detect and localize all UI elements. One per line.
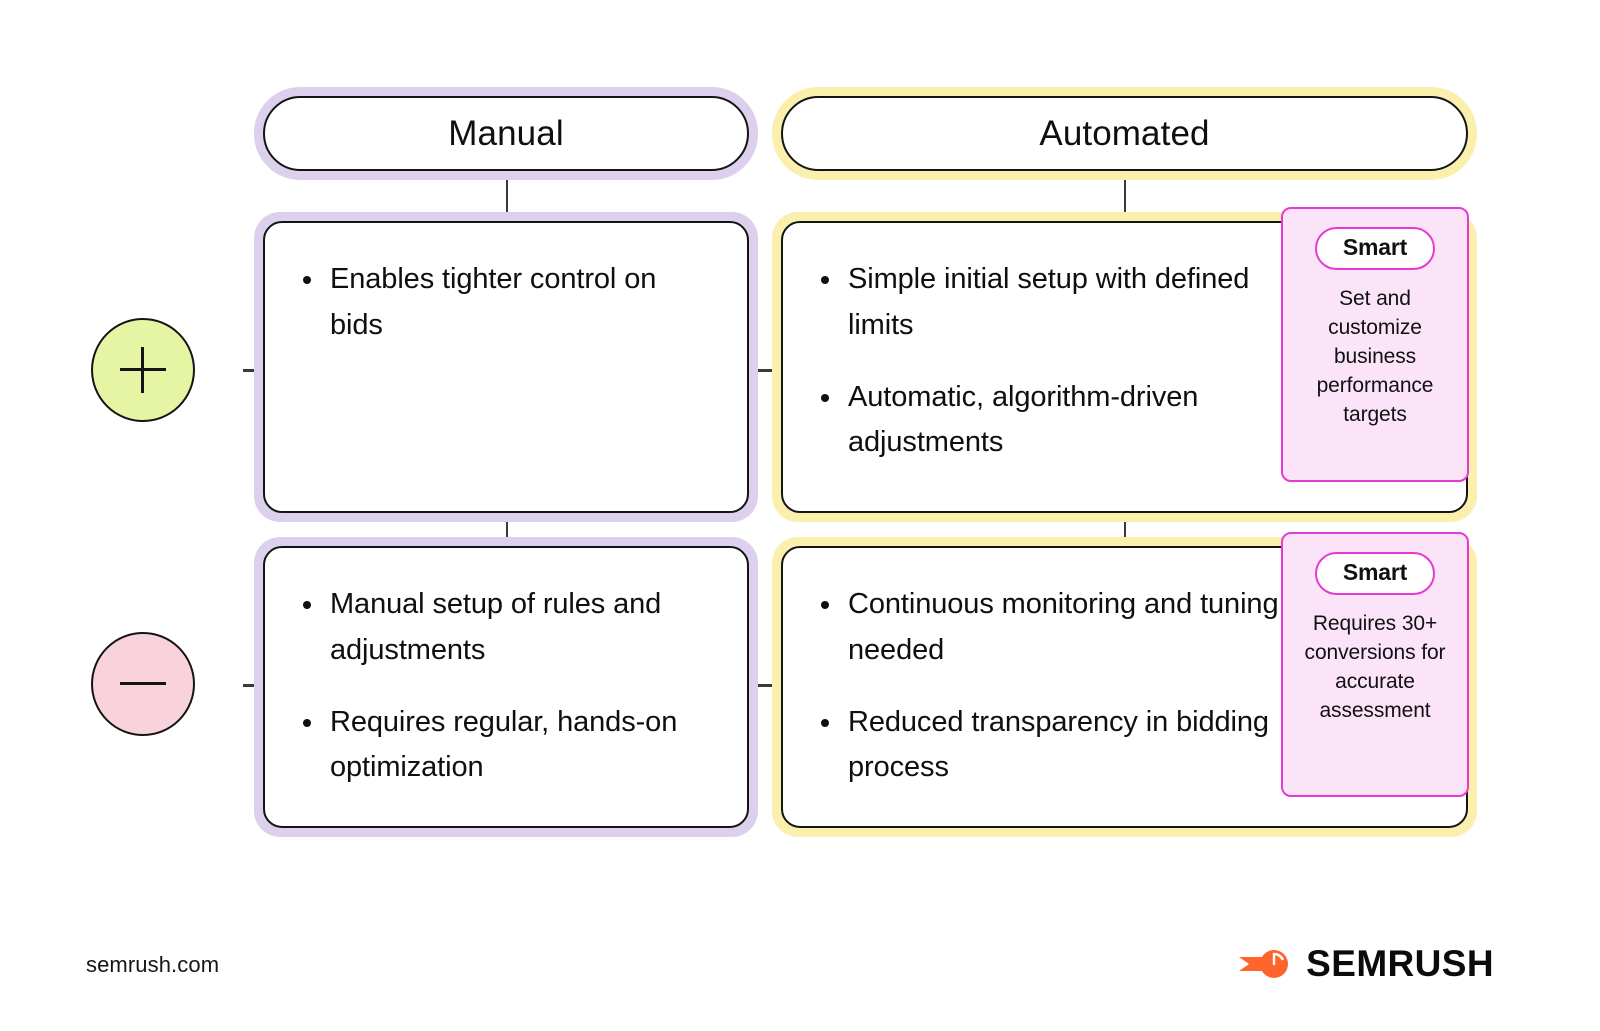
column-header-automated-inner: Automated — [781, 96, 1468, 171]
smart-panel-cons: Smart Requires 30+ conversions for accur… — [1281, 532, 1469, 797]
column-header-manual-inner: Manual — [263, 96, 749, 171]
list-item: Manual setup of rules and adjustments — [299, 582, 717, 674]
column-header-manual: Manual — [254, 87, 758, 180]
footer-url: semrush.com — [86, 952, 220, 977]
column-header-automated: Automated — [772, 87, 1477, 180]
bullet-list-automated-cons: Continuous monitoring and tuning needed … — [817, 582, 1287, 791]
bullet-list-manual-cons: Manual setup of rules and adjustments Re… — [299, 582, 717, 791]
row-indicator-cons — [91, 632, 195, 736]
list-item: Enables tighter control on bids — [299, 257, 717, 349]
minus-icon — [120, 661, 166, 707]
card-manual-pros: Enables tighter control on bids — [254, 212, 758, 522]
card-manual-cons-inner: Manual setup of rules and adjustments Re… — [263, 546, 749, 828]
column-header-manual-label: Manual — [448, 113, 564, 153]
connector-automated-header-to-pros — [1124, 168, 1126, 228]
connector-manual-pros-to-automated-pros — [749, 369, 777, 372]
plus-icon — [120, 347, 166, 393]
connector-manual-header-to-pros — [506, 168, 508, 228]
smart-panel-pros: Smart Set and customize business perform… — [1281, 207, 1469, 482]
connector-manual-pros-to-cons — [506, 519, 508, 549]
list-item: Reduced transparency in bidding process — [817, 700, 1287, 792]
semrush-logo: SEMRUSH — [1237, 943, 1494, 985]
status-badge: Smart — [1314, 552, 1436, 595]
list-item: Simple initial setup with defined limits — [817, 257, 1287, 349]
semrush-comet-icon — [1239, 950, 1289, 978]
row-indicator-pros — [91, 318, 195, 422]
smart-panel-cons-text: Requires 30+ conversions for accurate as… — [1304, 612, 1446, 722]
connector-automated-pros-to-cons — [1124, 519, 1126, 549]
list-item: Automatic, algorithm-driven adjustments — [817, 375, 1287, 467]
column-header-automated-label: Automated — [1039, 113, 1210, 153]
bullet-list-automated-pros: Simple initial setup with defined limits… — [817, 257, 1287, 466]
card-manual-pros-inner: Enables tighter control on bids — [263, 221, 749, 513]
semrush-wordmark: SEMRUSH — [1306, 943, 1494, 984]
card-automated-pros-inner: Simple initial setup with defined limits… — [781, 207, 1469, 513]
status-badge: Smart — [1314, 227, 1436, 270]
card-automated-pros: Simple initial setup with defined limits… — [772, 207, 1477, 522]
card-manual-cons: Manual setup of rules and adjustments Re… — [254, 537, 758, 837]
bullet-list-manual-pros: Enables tighter control on bids — [299, 257, 717, 349]
smart-panel-pros-text: Set and customize business performance t… — [1316, 287, 1434, 426]
list-item: Continuous monitoring and tuning needed — [817, 582, 1287, 674]
connector-manual-cons-to-automated-cons — [749, 684, 777, 687]
list-item: Requires regular, hands-on optimization — [299, 700, 717, 792]
card-automated-cons: Continuous monitoring and tuning needed … — [772, 532, 1477, 837]
card-automated-cons-inner: Continuous monitoring and tuning needed … — [781, 532, 1469, 828]
